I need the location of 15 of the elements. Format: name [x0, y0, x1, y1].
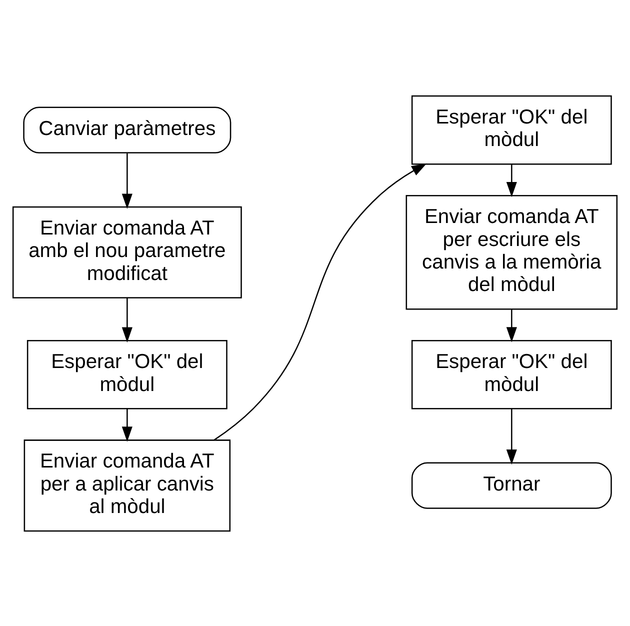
arrow [506, 164, 517, 197]
arrow [122, 152, 132, 208]
node-box: Esperar "OK" del mòdul [411, 94, 612, 164]
arrow [122, 297, 132, 342]
node-box: Tornar [411, 462, 612, 508]
node-box: Esperar "OK" del mòdul [411, 339, 612, 409]
node-box: Esperar "OK" del mòdul [26, 339, 228, 409]
node-box: Enviar comanda AT amb el nou parametre modificat [12, 206, 242, 298]
node-box: Enviar comanda AT per a aplicar canvis al mòdul [24, 439, 231, 532]
arrow [122, 408, 132, 442]
arrow [506, 308, 517, 342]
arrow [214, 162, 427, 440]
node-box: Enviar comanda AT per escriure els canvis a la memòria del mòdul [406, 194, 618, 310]
node-box: Canviar paràmetres [23, 106, 232, 153]
arrow [506, 408, 517, 464]
